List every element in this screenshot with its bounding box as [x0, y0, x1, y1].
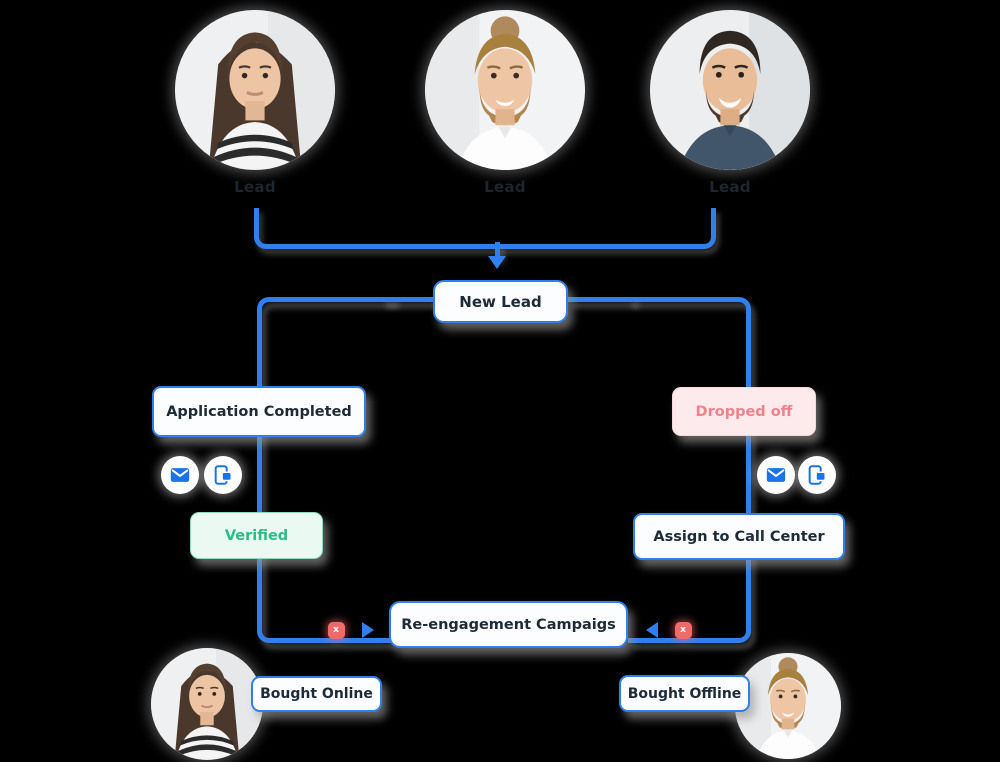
email-icon	[766, 468, 786, 482]
blocked-x-glyph: x	[333, 624, 339, 635]
arrowhead-into-reengagement-left	[362, 622, 374, 638]
node-new-lead-label: New Lead	[459, 292, 542, 311]
node-bought-offline-label: Bought Offline	[627, 685, 742, 702]
email-badge-left	[161, 456, 199, 494]
node-assign-to-call-center-label: Assign to Call Center	[653, 528, 825, 545]
node-verified: Verified	[190, 512, 323, 559]
sms-badge-right	[798, 456, 836, 494]
node-reengagement-campaigns-label: Re-engagement Campaigs	[401, 616, 616, 633]
man-bun-portrait-icon	[735, 653, 841, 759]
avatar-bought-offline-man	[735, 653, 841, 759]
avatar-bought-online-woman	[151, 648, 263, 760]
avatar-lead-man-dark	[650, 10, 810, 170]
email-icon	[170, 468, 190, 482]
avatar-lead-woman	[175, 10, 335, 170]
leads-bracket-connector	[254, 208, 716, 249]
woman-portrait-icon	[151, 648, 263, 760]
node-reengagement-campaigns: Re-engagement Campaigs	[389, 601, 628, 648]
right-branch-connector	[628, 296, 751, 643]
sms-icon	[214, 465, 232, 485]
node-bought-online: Bought Online	[251, 676, 382, 712]
node-dropped-off: Dropped off	[672, 387, 816, 436]
node-bought-offline: Bought Offline	[619, 675, 750, 712]
blocked-x-badge-left: x	[327, 621, 345, 639]
lead-label-1: Lead	[234, 178, 276, 196]
node-assign-to-call-center: Assign to Call Center	[633, 513, 845, 560]
arrowhead-into-reengagement-right	[646, 622, 658, 638]
node-application-completed-label: Application Completed	[166, 403, 352, 420]
bracket-drop-line	[494, 242, 500, 257]
node-bought-online-label: Bought Online	[260, 686, 373, 702]
man-bun-portrait-icon	[425, 10, 585, 170]
sms-icon	[808, 465, 826, 485]
email-badge-right	[757, 456, 795, 494]
avatar-lead-man-bun	[425, 10, 585, 170]
right-branch-top-stub	[568, 296, 635, 302]
node-verified-label: Verified	[224, 527, 289, 544]
lead-label-3: Lead	[709, 178, 751, 196]
man-dark-portrait-icon	[650, 10, 810, 170]
arrowhead-down-new-lead	[488, 256, 506, 269]
sms-badge-left	[204, 456, 242, 494]
left-branch-connector	[256, 296, 395, 643]
left-branch-top-stub	[382, 296, 433, 302]
blocked-x-badge-right: x	[674, 621, 692, 639]
blocked-x-glyph: x	[680, 624, 686, 635]
node-new-lead: New Lead	[433, 280, 568, 323]
lead-label-2: Lead	[484, 178, 526, 196]
node-dropped-off-label: Dropped off	[695, 403, 793, 420]
woman-portrait-icon	[175, 10, 335, 170]
node-application-completed: Application Completed	[152, 386, 366, 437]
